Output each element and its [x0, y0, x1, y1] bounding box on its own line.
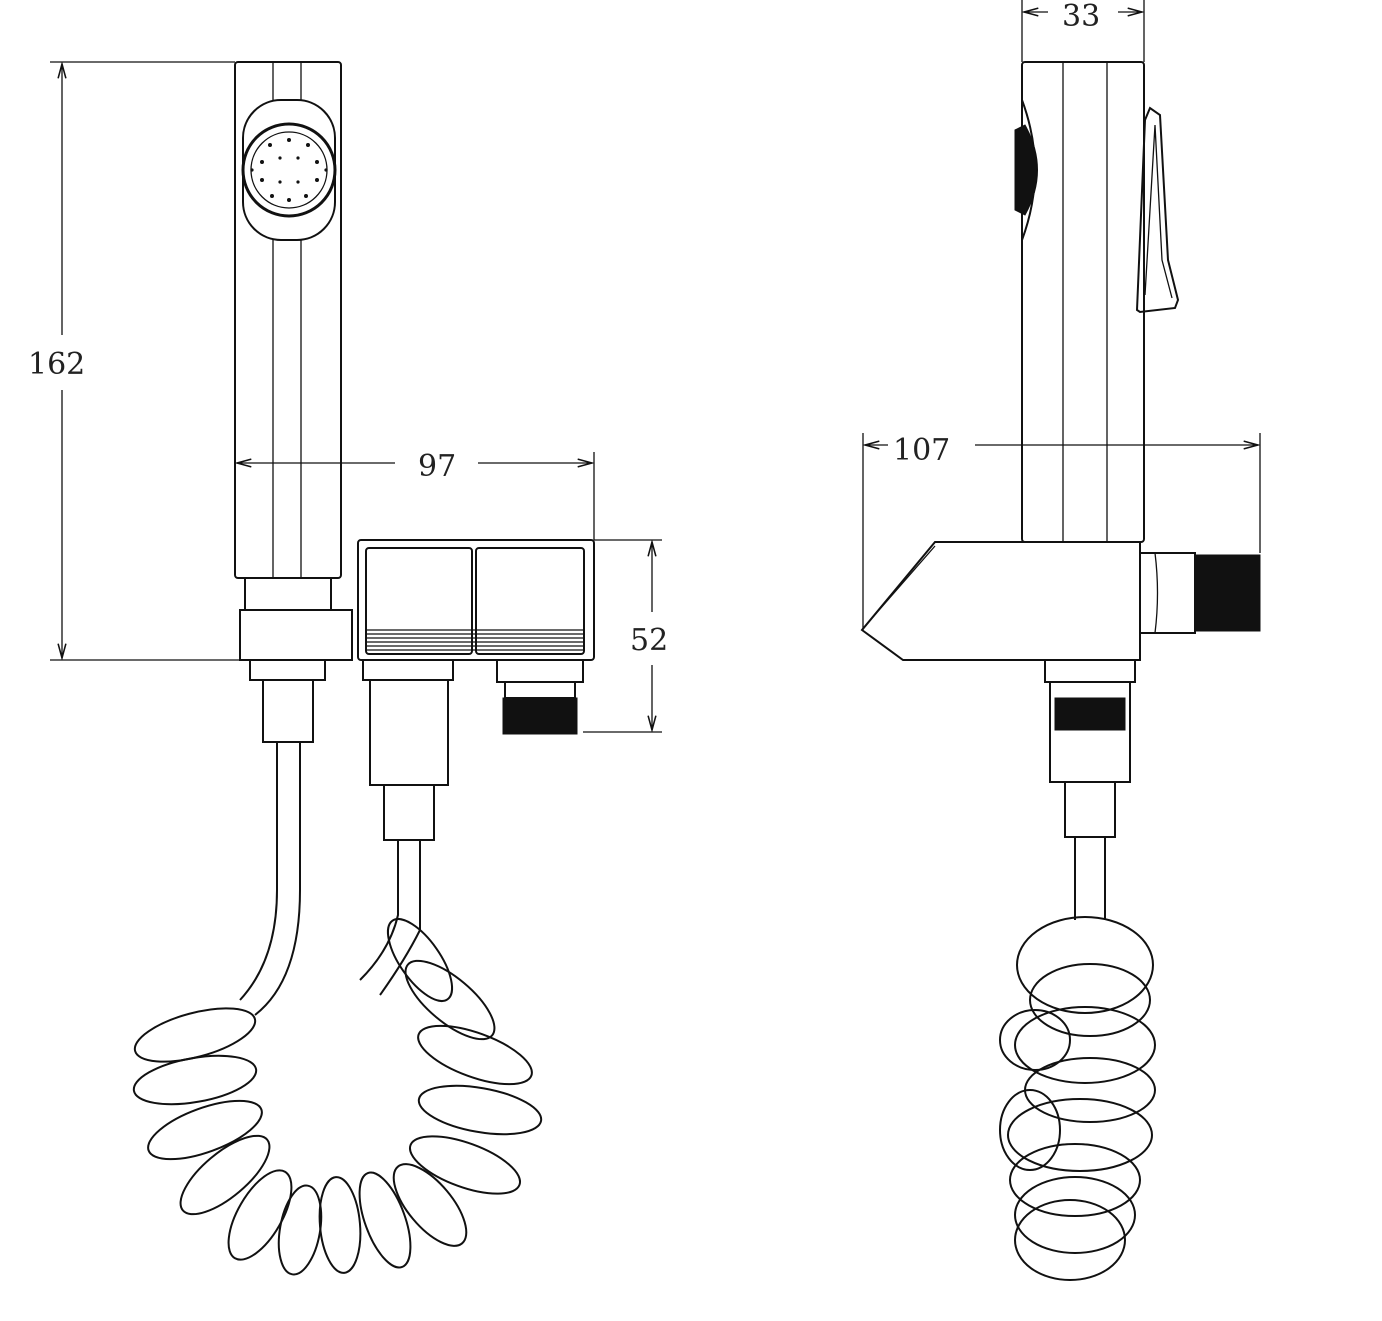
spray-holes: [250, 138, 328, 202]
front-view: [132, 61, 595, 1276]
coiled-hose-front: [132, 742, 543, 1276]
dimension-label-52: 52: [630, 623, 668, 658]
dimension-label-107: 107: [893, 433, 950, 468]
dimension-label-33: 33: [1062, 0, 1100, 34]
dimension-33: 33: [1021, 0, 1145, 62]
sprayer-handle: [234, 61, 342, 579]
dimension-label-97: 97: [418, 449, 456, 484]
side-view: [860, 61, 1261, 1281]
handle-collar: [239, 577, 353, 743]
coiled-hose-side: [999, 916, 1156, 1281]
dimension-107: 107: [862, 433, 1261, 630]
dimension-label-162: 162: [28, 347, 85, 382]
bracket-side: [860, 541, 1261, 920]
dimension-162: 162: [28, 61, 240, 661]
sprayer-handle-side: [1014, 61, 1180, 543]
dimension-52: 52: [583, 539, 668, 733]
dimension-97: 97: [237, 449, 595, 540]
wall-bracket: [357, 539, 595, 841]
